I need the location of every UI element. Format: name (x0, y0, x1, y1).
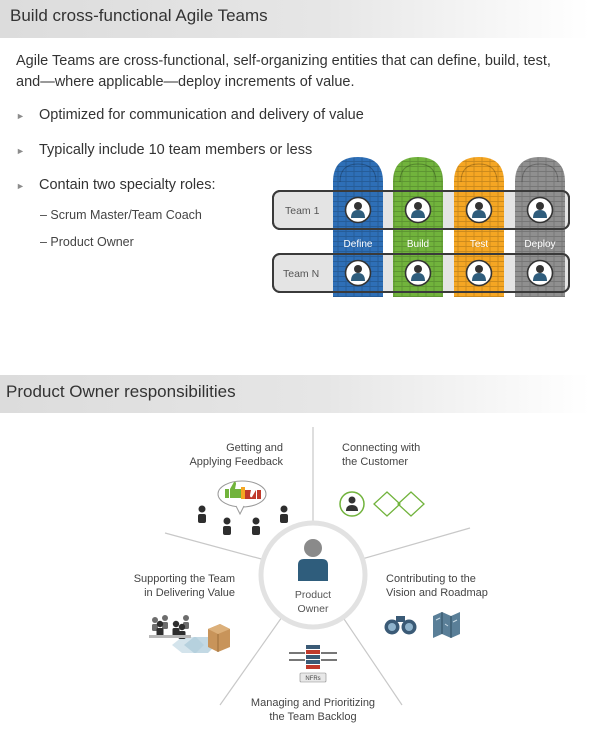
team-member-icon (404, 196, 432, 224)
customer-connection-icon (339, 491, 425, 517)
product-owner-person-icon (298, 539, 328, 581)
column-label-test: Test (470, 239, 489, 250)
triangle-bullet-icon: ► (16, 181, 25, 191)
triangle-bullet-icon: ► (16, 146, 25, 156)
role-scrum-master: – Scrum Master/Team Coach (40, 208, 202, 222)
feedback-icon (217, 480, 267, 516)
intro-text: Agile Teams are cross-functional, self-o… (16, 53, 551, 90)
team-member-icon (526, 196, 554, 224)
section1-header (0, 0, 590, 38)
section1-title: Build cross-functional Agile Teams (10, 6, 268, 25)
teamN-label: Team N (283, 268, 319, 280)
team-member-icon (465, 196, 493, 224)
label-feedback: Getting and Applying Feedback (189, 442, 283, 468)
label-customer: Connecting with the Customer (342, 442, 421, 468)
supporting-team-icon (149, 615, 230, 653)
team-member-icon (465, 259, 493, 287)
role-product-owner: – Product Owner (40, 235, 134, 249)
product-owner-diagram: Product Owner (149, 427, 471, 706)
label-contributing: Contributing to the Vision and Roadmap (386, 573, 488, 599)
section2-header (0, 375, 590, 413)
label-managing: Managing and Prioritizing the Team Backl… (250, 697, 376, 723)
team-member-icon (344, 196, 372, 224)
team-member-icon (404, 259, 432, 287)
column-label-deploy: Deploy (524, 239, 555, 250)
map-icon (433, 612, 460, 638)
nfr-label: NFRs (305, 676, 320, 682)
column-label-build: Build (407, 239, 429, 250)
team-member-icon (344, 259, 372, 287)
backlog-icon (289, 645, 337, 683)
center-label-line1: Product (295, 589, 331, 601)
binoculars-icon (384, 616, 417, 635)
section2-title: Product Owner responsibilities (6, 382, 236, 401)
team-member-icon (526, 259, 554, 287)
agile-teams-diagram: Team 1 Team N Define Build Test Deploy (272, 157, 570, 297)
feedback-people-icon (198, 505, 288, 535)
column-label-define: Define (344, 239, 373, 250)
team1-label: Team 1 (285, 205, 320, 217)
label-supporting: Supporting the Team in Delivering Value (133, 573, 235, 599)
triangle-bullet-icon: ► (16, 111, 25, 121)
center-label-line2: Owner (298, 603, 329, 615)
